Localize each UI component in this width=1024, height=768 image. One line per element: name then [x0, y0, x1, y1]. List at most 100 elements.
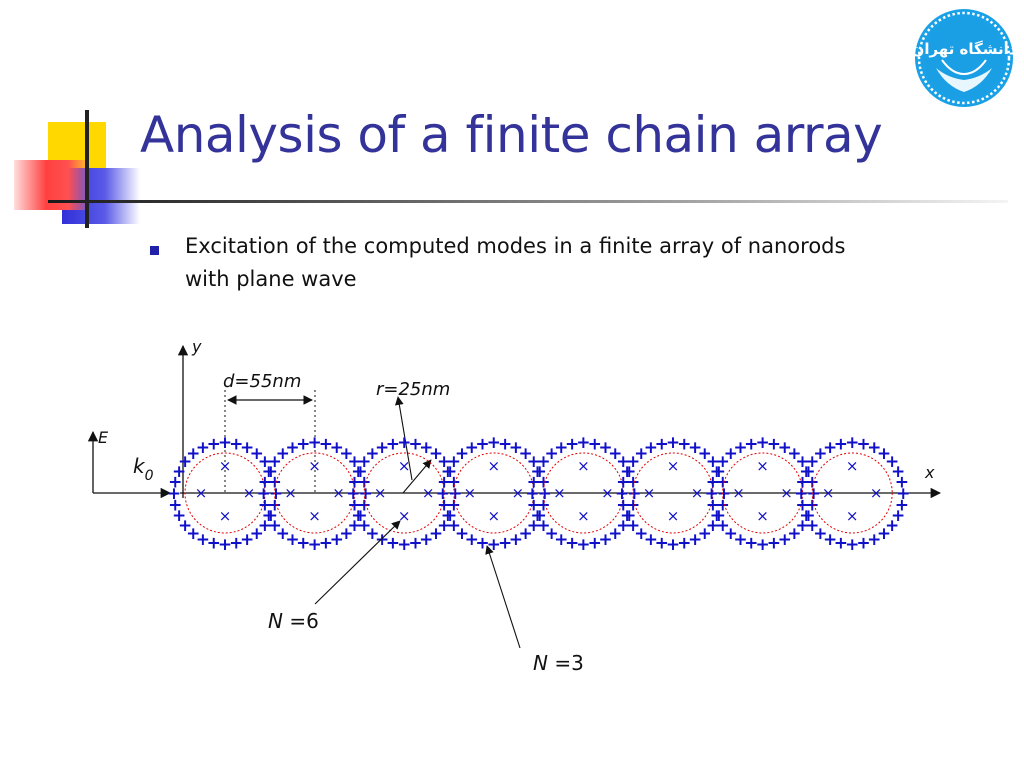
boundary-point-marker: + [465, 530, 479, 550]
boundary-point-marker: + [262, 506, 276, 526]
boundary-point-marker: + [626, 516, 640, 536]
boundary-point-marker: + [296, 434, 310, 454]
boundary-point-marker: + [256, 484, 270, 504]
boundary-point-marker: + [616, 452, 630, 472]
nanorod-outline [542, 452, 624, 534]
boundary-point-marker: + [229, 534, 243, 554]
nanorod: ++++++++++++++++++++++++++++×××× [436, 433, 552, 555]
boundary-point-marker: + [716, 452, 730, 472]
boundary-point-marker: + [527, 516, 541, 536]
y-axis-label: y [191, 337, 202, 356]
boundary-point-marker: + [168, 473, 182, 493]
boundary-point-marker: + [767, 534, 781, 554]
boundary-point-marker: + [408, 434, 422, 454]
boundary-point-marker: + [353, 506, 367, 526]
boundary-point-marker: + [357, 473, 371, 493]
boundary-point-marker: + [834, 534, 848, 554]
boundary-point-marker: + [615, 484, 629, 504]
boundary-point-marker: + [443, 462, 457, 482]
boundary-point-marker: + [795, 473, 809, 493]
interior-point-marker: × [732, 484, 745, 502]
boundary-point-marker: + [533, 462, 547, 482]
x-axis-label: x [924, 463, 935, 482]
boundary-point-marker: + [616, 473, 630, 493]
boundary-point-marker: + [891, 462, 905, 482]
boundary-point-marker: + [455, 524, 469, 544]
nanorod: ++++++++++++++++++++++++++++×××× [346, 433, 462, 555]
boundary-point-marker: + [823, 530, 837, 550]
boundary-point-marker: + [358, 484, 372, 504]
boundary-point-marker: + [475, 434, 489, 454]
boundary-point-marker: + [437, 495, 451, 515]
boundary-point-marker: + [834, 434, 848, 454]
boundary-point-marker: + [706, 516, 720, 536]
boundary-point-marker: + [167, 484, 181, 504]
boundary-point-marker: + [677, 434, 691, 454]
boundary-point-marker: + [620, 462, 634, 482]
boundary-point-marker: + [346, 484, 360, 504]
boundary-point-marker: + [598, 530, 612, 550]
interior-point-marker: × [643, 484, 656, 502]
boundary-point-marker: + [576, 433, 590, 453]
nanorod: ++++++++++++++++++++++++++++×××× [794, 433, 910, 555]
boundary-point-marker: + [536, 516, 550, 536]
nanorod-outline [811, 452, 893, 534]
boundary-point-marker: + [896, 484, 910, 504]
boundary-point-marker: + [347, 452, 361, 472]
interior-point-marker: × [308, 507, 321, 525]
interior-point-marker: × [464, 484, 477, 502]
boundary-point-marker: + [525, 484, 539, 504]
interior-point-marker: × [553, 484, 566, 502]
boundary-point-marker: + [386, 434, 400, 454]
boundary-point-marker: + [397, 535, 411, 555]
boundary-point-marker: + [885, 452, 899, 472]
boundary-point-marker: + [527, 473, 541, 493]
boundary-point-marker: + [677, 534, 691, 554]
boundary-point-marker: + [330, 530, 344, 550]
slide-title: Analysis of a finite chain array [140, 106, 883, 164]
boundary-point-marker: + [229, 434, 243, 454]
boundary-point-marker: + [767, 434, 781, 454]
boundary-point-marker: + [443, 506, 457, 526]
boundary-point-marker: + [429, 524, 443, 544]
interior-point-marker: × [422, 484, 435, 502]
interior-point-marker: × [667, 507, 680, 525]
boundary-point-marker: + [307, 433, 321, 453]
boundary-point-marker: + [353, 462, 367, 482]
interior-point-marker: × [577, 457, 590, 475]
boundary-point-marker: + [845, 433, 859, 453]
boundary-point-marker: + [716, 516, 730, 536]
boundary-point-marker: + [447, 473, 461, 493]
boundary-point-marker: + [626, 473, 640, 493]
n3-label: N =3 [533, 651, 584, 675]
boundary-point-marker: + [616, 516, 630, 536]
boundary-point-marker: + [778, 438, 792, 458]
boundary-point-marker: + [856, 534, 870, 554]
boundary-point-marker: + [186, 444, 200, 464]
boundary-point-marker: + [264, 506, 278, 526]
interior-point-marker: × [780, 484, 793, 502]
nanorod: ++++++++++++++++++++++++++++×××× [525, 433, 641, 555]
boundary-point-marker: + [712, 462, 726, 482]
boundary-point-marker: + [706, 452, 720, 472]
boundary-point-marker: + [565, 534, 579, 554]
boundary-point-marker: + [268, 516, 282, 536]
interior-point-marker: × [219, 457, 232, 475]
interior-point-marker: × [870, 484, 883, 502]
boundary-point-marker: + [867, 530, 881, 550]
boundary-point-marker: + [262, 462, 276, 482]
boundary-point-marker: + [268, 473, 282, 493]
interior-point-marker: × [398, 457, 411, 475]
boundary-point-marker: + [250, 444, 264, 464]
boundary-point-marker: + [447, 452, 461, 472]
e-field-label: E [98, 428, 109, 447]
boundary-point-marker: + [895, 473, 909, 493]
interior-point-marker: × [488, 457, 501, 475]
boundary-point-marker: + [536, 452, 550, 472]
boundary-point-marker: + [867, 438, 881, 458]
boundary-point-marker: + [172, 506, 186, 526]
boundary-point-marker: + [339, 444, 353, 464]
boundary-point-marker: + [240, 438, 254, 458]
boundary-point-marker: + [698, 444, 712, 464]
